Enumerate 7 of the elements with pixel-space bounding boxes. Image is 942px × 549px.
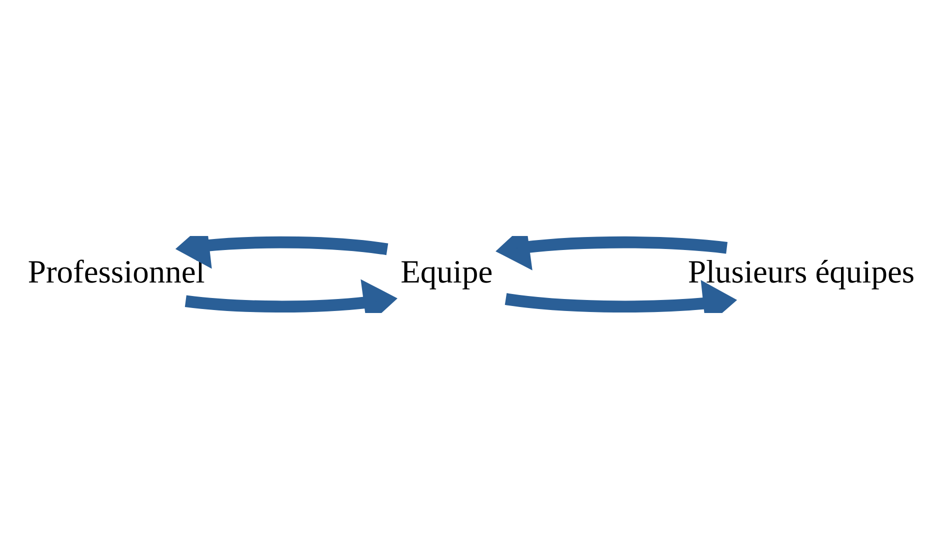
arrow (184, 279, 398, 313)
node-text: Professionnel (28, 254, 205, 291)
arrow (496, 236, 728, 270)
arrow (175, 236, 388, 269)
node-text: Equipe (400, 254, 493, 291)
node-text: Plusieurs équipes (688, 254, 915, 291)
arrow (504, 280, 738, 313)
